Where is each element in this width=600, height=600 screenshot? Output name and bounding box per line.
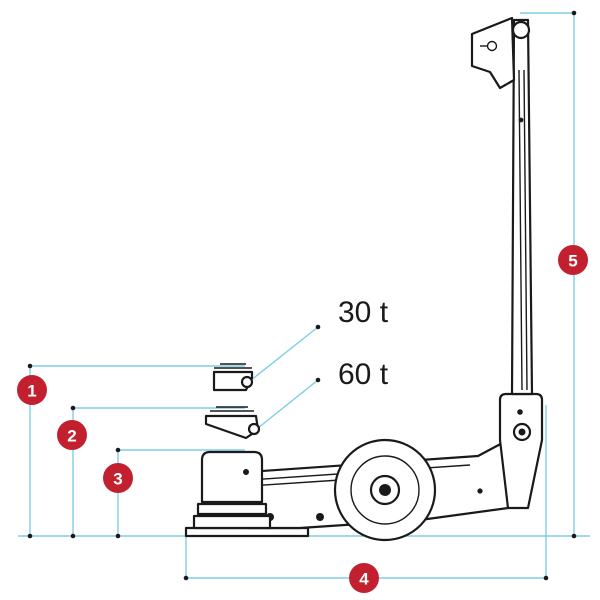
handle-shaft — [510, 18, 534, 396]
badge-2-number: 2 — [67, 427, 76, 446]
saddle-60t — [204, 406, 261, 440]
saddle-30t — [212, 363, 254, 392]
handle-grip — [470, 16, 516, 90]
badge-1-number: 1 — [27, 382, 36, 401]
base-plate — [184, 526, 310, 538]
badge-1: 1 — [17, 375, 47, 405]
bolt — [316, 513, 324, 521]
badge-4: 4 — [349, 563, 379, 593]
hydraulic-cylinder — [200, 450, 264, 504]
badge-5: 5 — [558, 245, 588, 275]
leader-60t — [257, 379, 319, 429]
label-60t: 60 t — [338, 358, 389, 391]
badge-4-number: 4 — [359, 570, 369, 589]
dimension-lines — [18, 12, 590, 580]
badge-3: 3 — [103, 463, 133, 493]
jack-illustration — [184, 16, 544, 542]
handle-socket — [498, 392, 544, 510]
dimension-dots — [27, 10, 577, 581]
badge-3-number: 3 — [113, 470, 122, 489]
label-30t: 30 t — [338, 296, 389, 329]
badge-5-number: 5 — [568, 252, 577, 271]
leader-30t — [249, 326, 319, 382]
badge-2: 2 — [57, 420, 87, 450]
